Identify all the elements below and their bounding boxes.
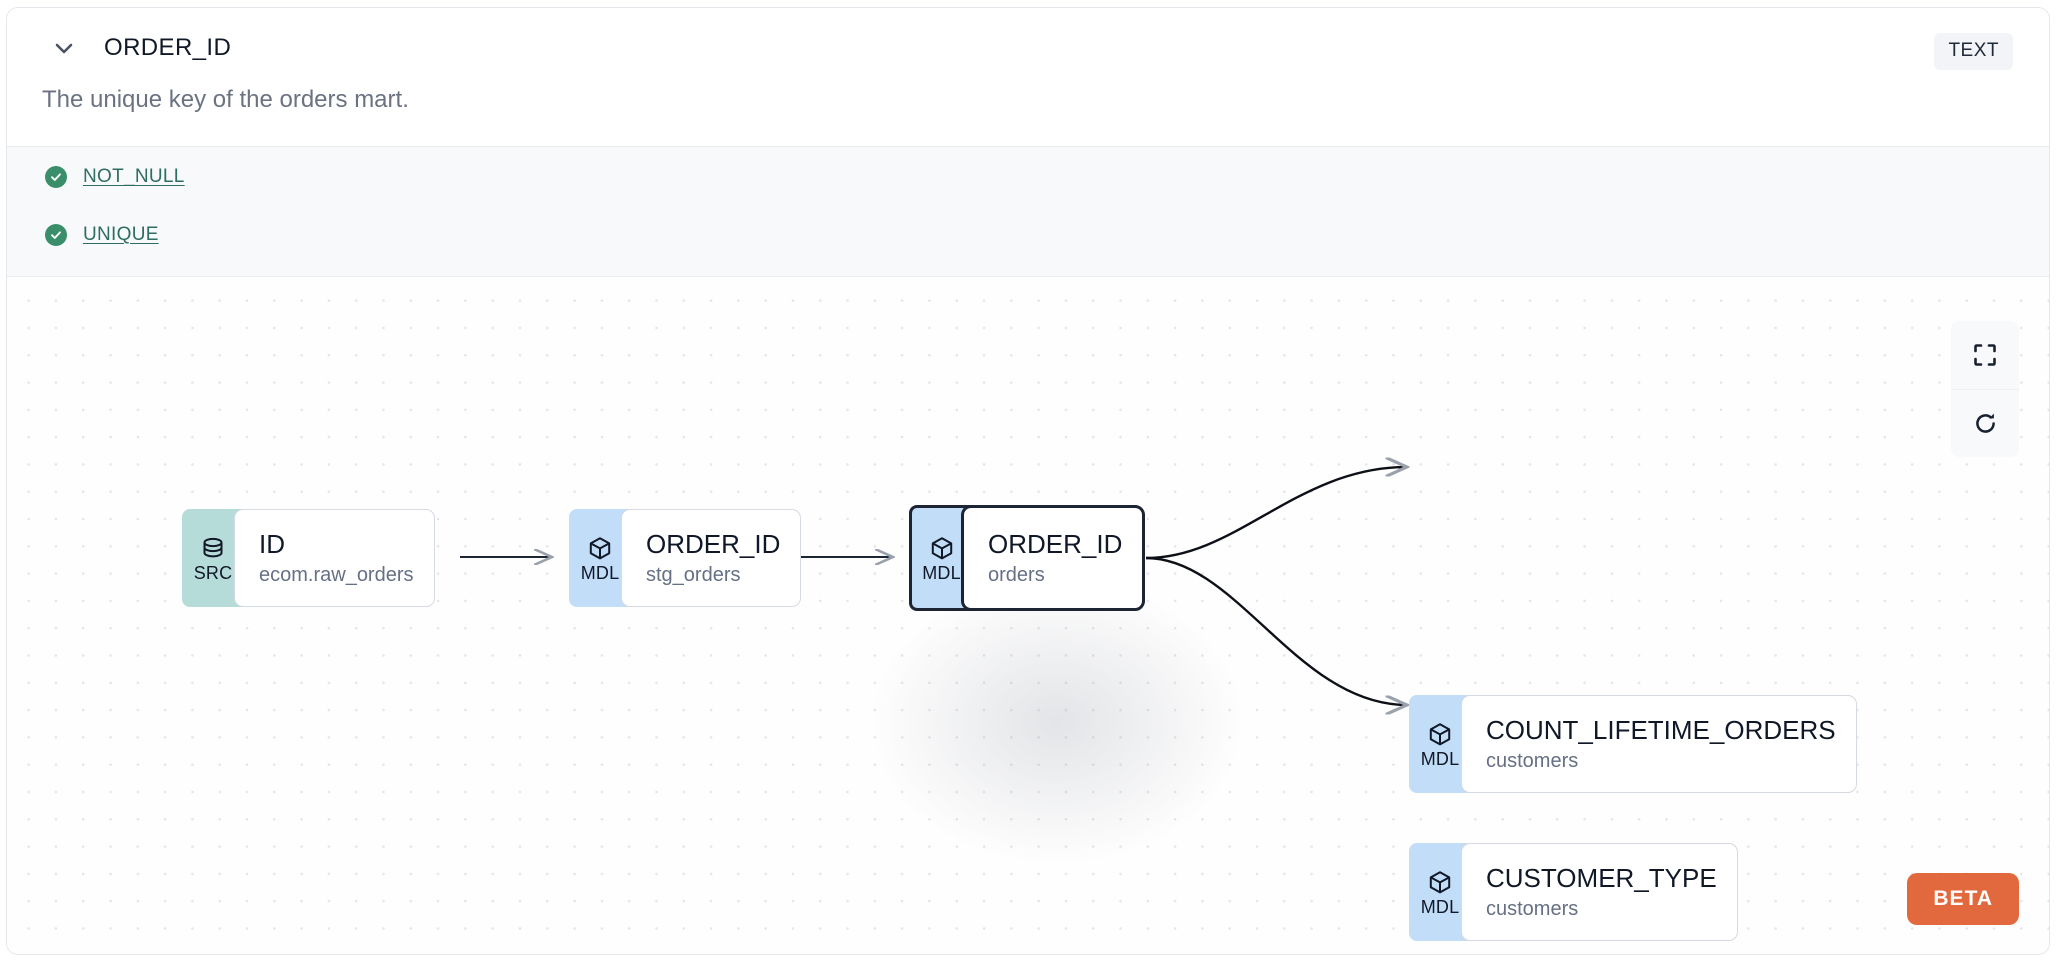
node-type-label: MDL — [922, 563, 961, 583]
lineage-node-customer-type[interactable]: MDL CUSTOMER_TYPE customers — [1409, 843, 1738, 941]
check-circle-icon — [45, 166, 67, 188]
lineage-node-stg-orders[interactable]: MDL ORDER_ID stg_orders — [569, 509, 802, 607]
node-body: ORDER_ID orders — [961, 505, 1146, 611]
node-column-name: ID — [259, 528, 285, 559]
refresh-button[interactable] — [1951, 389, 2019, 457]
node-column-name: ORDER_ID — [988, 528, 1123, 559]
edge-orders-to-count — [1145, 467, 1407, 560]
fullscreen-button[interactable] — [1951, 321, 2019, 389]
edge-orders-to-customer-type — [1145, 556, 1407, 705]
node-column-name: COUNT_LIFETIME_ORDERS — [1486, 714, 1836, 745]
lineage-node-src-id[interactable]: SRC ID ecom.raw_orders — [182, 509, 435, 607]
card-header: ORDER_ID TEXT The unique key of the orde… — [7, 8, 2049, 146]
node-type-badge-mdl: MDL — [569, 509, 631, 607]
data-type-badge: TEXT — [1934, 33, 2013, 70]
beta-badge[interactable]: BETA — [1907, 873, 2019, 925]
node-type-badge-mdl: MDL — [1409, 695, 1471, 793]
lineage-node-count-lifetime-orders[interactable]: MDL COUNT_LIFETIME_ORDERS customers — [1409, 695, 1857, 793]
selected-node-shadow — [867, 577, 1247, 867]
node-model-name: ecom.raw_orders — [259, 564, 414, 587]
cube-icon — [1429, 723, 1451, 746]
node-body: ID ecom.raw_orders — [234, 509, 435, 607]
database-icon — [203, 537, 223, 557]
cube-icon — [589, 537, 611, 560]
column-detail-card: ORDER_ID TEXT The unique key of the orde… — [6, 7, 2050, 955]
node-body: COUNT_LIFETIME_ORDERS customers — [1461, 695, 1857, 793]
node-column-name: ORDER_ID — [646, 528, 781, 559]
node-type-badge-mdl: MDL — [1409, 843, 1471, 941]
fullscreen-icon — [1974, 344, 1996, 366]
node-model-name: stg_orders — [646, 564, 741, 587]
test-link-unique[interactable]: UNIQUE — [83, 224, 159, 245]
lineage-node-orders-selected[interactable]: MDL ORDER_ID orders — [909, 505, 1146, 611]
node-type-badge-mdl: MDL — [909, 505, 971, 611]
node-model-name: orders — [988, 564, 1045, 587]
node-column-name: CUSTOMER_TYPE — [1486, 862, 1717, 893]
node-type-label: SRC — [193, 562, 233, 583]
chevron-down-icon[interactable] — [47, 31, 81, 65]
node-body: CUSTOMER_TYPE customers — [1461, 843, 1738, 941]
node-body: ORDER_ID stg_orders — [621, 509, 802, 607]
node-model-name: customers — [1486, 750, 1579, 773]
column-description: The unique key of the orders mart. — [42, 86, 409, 113]
cube-icon — [1429, 871, 1451, 894]
node-type-label: MDL — [1420, 897, 1460, 917]
cube-icon — [931, 537, 952, 560]
page-title: ORDER_ID — [104, 34, 232, 61]
node-type-label: MDL — [1420, 749, 1460, 769]
test-row: NOT_NULL — [45, 166, 185, 188]
tests-section: NOT_NULL UNIQUE — [7, 146, 2049, 277]
lineage-canvas[interactable]: SRC ID ecom.raw_orders MDL — [7, 277, 2049, 953]
check-circle-icon — [45, 224, 67, 246]
header-title-row: ORDER_ID — [7, 8, 2049, 88]
canvas-controls — [1951, 321, 2019, 457]
test-link-not-null[interactable]: NOT_NULL — [83, 166, 185, 187]
test-row: UNIQUE — [45, 224, 159, 246]
lineage-edges — [460, 277, 2049, 953]
node-type-badge-src: SRC — [182, 509, 244, 607]
refresh-icon — [1975, 413, 1995, 433]
node-model-name: customers — [1486, 898, 1579, 921]
node-type-label: MDL — [580, 563, 620, 583]
